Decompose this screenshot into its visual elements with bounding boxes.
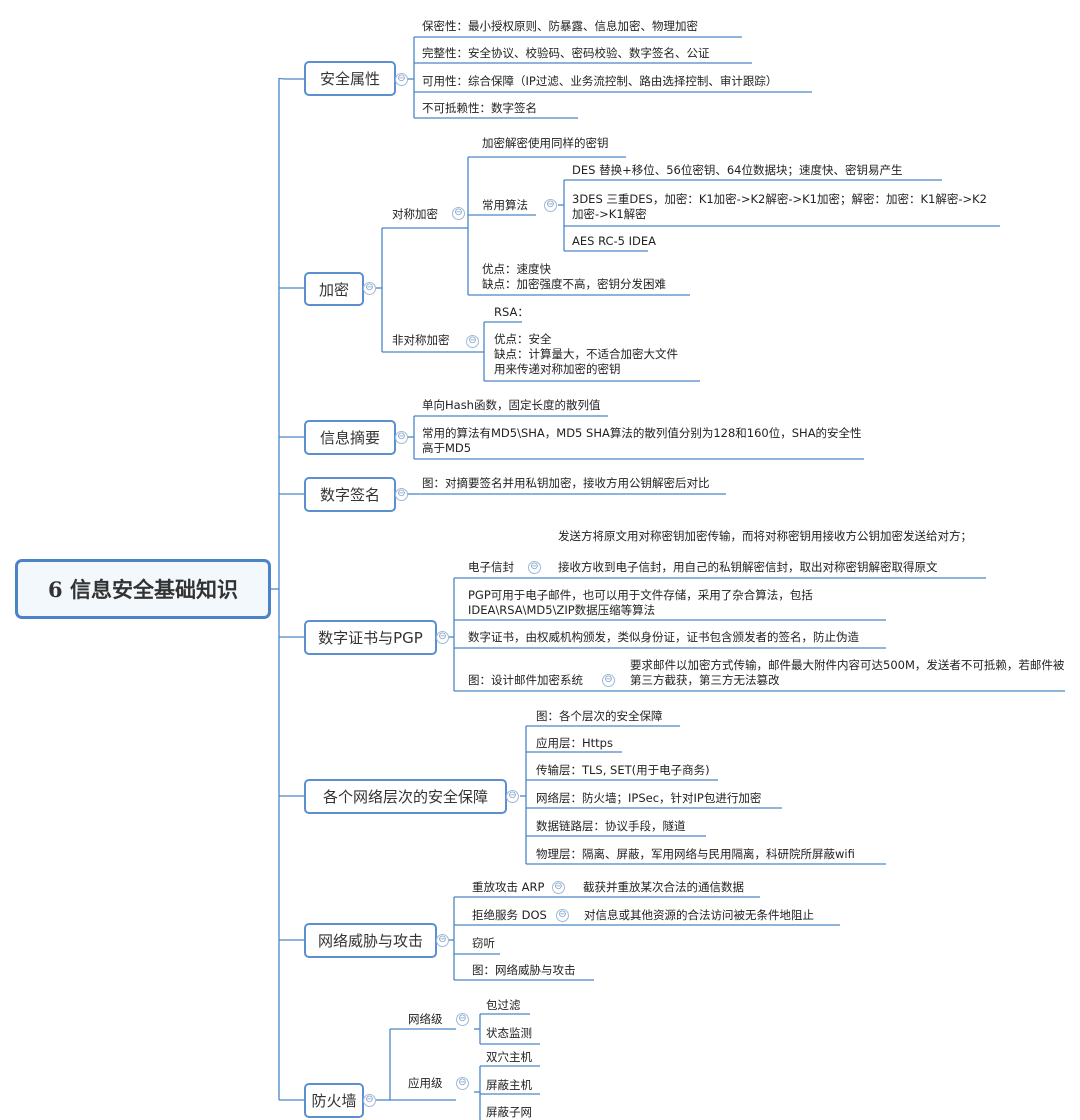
certificate-note: 数字证书，由权威机构颁发，类似身份证，证书包含颁发者的签名，防止伪造 (468, 630, 859, 644)
security-item: 不可抵赖性：数字签名 (422, 101, 537, 115)
asymmetric-cons: 缺点：计算量大，不适合加密大文件 (494, 347, 678, 361)
collapse-icon[interactable]: ⊖ (395, 431, 408, 444)
topic-digital-signature[interactable]: 数字签名 (304, 477, 396, 512)
asymmetric-label: 非对称加密 (392, 333, 450, 347)
security-item: 完整性：安全协议、校验码、密码校验、数字签名、公证 (422, 46, 710, 60)
topic-firewall[interactable]: 防火墙 (304, 1083, 364, 1118)
collapse-icon[interactable]: ⊖ (544, 199, 557, 212)
collapse-icon[interactable]: ⊖ (456, 1013, 469, 1026)
collapse-icon[interactable]: ⊖ (363, 1094, 376, 1107)
pgp-note: PGP可用于电子邮件，也可以用于文件存储，采用了杂合算法，包括 IDEA\RSA… (468, 588, 813, 617)
symmetric-pros: 优点：速度快 (482, 262, 551, 276)
layer-item: 传输层：TLS, SET(用于电子商务) (536, 763, 710, 777)
topic-network-threats[interactable]: 网络威胁与攻击 (304, 923, 437, 958)
collapse-icon[interactable]: ⊖ (466, 335, 479, 348)
collapse-icon[interactable]: ⊖ (552, 881, 565, 894)
collapse-icon[interactable]: ⊖ (363, 282, 376, 295)
asymmetric-use: 用来传递对称加密的密钥 (494, 362, 621, 376)
collapse-icon[interactable]: ⊖ (395, 488, 408, 501)
layer-item: 应用层：Https (536, 736, 613, 750)
firewall-item: 包过滤 (486, 998, 521, 1012)
design-detail: 要求邮件以加密方式传输，邮件最大附件内容可达500M，发送者不可抵赖，若邮件被第… (630, 658, 1065, 687)
threats-diagram-item: 图：网络威胁与攻击 (472, 963, 576, 977)
design-label: 图：设计邮件加密系统 (468, 673, 583, 687)
security-item: 可用性：综合保障（IP过滤、业务流控制、路由选择控制、审计跟踪） (422, 74, 778, 88)
envelope-send: 发送方将原文用对称密钥加密传输，而将对称密钥用接收方公钥加密发送给对方； (558, 529, 972, 543)
algorithm-item: DES 替换+移位、56位密钥、64位数据块；速度快、密钥易产生 (572, 163, 903, 177)
envelope-label: 电子信封 (468, 560, 514, 574)
topic-encryption[interactable]: 加密 (304, 272, 364, 306)
layer-item: 数据链路层：协议手段，隧道 (536, 819, 686, 833)
replay-attack-label: 重放攻击 ARP (472, 880, 545, 894)
security-item: 保密性：最小授权原则、防暴露、信息加密、物理加密 (422, 19, 698, 33)
algorithm-item: 3DES 三重DES，加密：K1加密->K2解密->K1加密；解密：加密：K1解… (572, 192, 987, 221)
asymmetric-rsa: RSA： (494, 305, 529, 319)
collapse-icon[interactable]: ⊖ (506, 790, 519, 803)
firewall-item: 屏蔽主机 (486, 1078, 532, 1092)
algorithm-item: AES RC-5 IDEA (572, 234, 657, 248)
topic-certificate-pgp[interactable]: 数字证书与PGP (304, 620, 437, 655)
collapse-icon[interactable]: ⊖ (436, 934, 449, 947)
asymmetric-pros: 优点：安全 (494, 332, 552, 346)
collapse-icon[interactable]: ⊖ (456, 1077, 469, 1090)
root-topic[interactable]: 6 信息安全基础知识 (15, 559, 271, 619)
envelope-receive: 接收方收到电子信封，用自己的私钥解密信封，取出对称密钥解密取得原文 (558, 560, 938, 574)
layer-item: 网络层：防火墙；IPSec，针对IP包进行加密 (536, 791, 762, 805)
collapse-icon[interactable]: ⊖ (602, 674, 615, 687)
layer-item: 物理层：隔离、屏蔽，军用网络与民用隔离，科研院所屏蔽wifi (536, 847, 855, 861)
topic-security-attributes[interactable]: 安全属性 (304, 61, 396, 96)
symmetric-label: 对称加密 (392, 207, 438, 221)
layer-item: 图：各个层次的安全保障 (536, 709, 663, 723)
topic-message-digest[interactable]: 信息摘要 (304, 420, 396, 455)
dos-attack-detail: 对信息或其他资源的合法访问被无条件地阻止 (584, 908, 814, 922)
collapse-icon[interactable]: ⊖ (436, 631, 449, 644)
symmetric-cons: 缺点：加密强度不高，密钥分发困难 (482, 277, 666, 291)
firewall-item: 状态监测 (486, 1026, 532, 1040)
replay-attack-detail: 截获并重放某次合法的通信数据 (583, 880, 744, 894)
eavesdrop-item: 窃听 (472, 936, 495, 950)
topic-network-layers[interactable]: 各个网络层次的安全保障 (304, 779, 507, 814)
digest-item: 单向Hash函数，固定长度的散列值 (422, 398, 601, 412)
collapse-icon[interactable]: ⊖ (452, 207, 465, 220)
collapse-icon[interactable]: ⊖ (556, 909, 569, 922)
symmetric-key-note: 加密解密使用同样的密钥 (482, 136, 609, 150)
algorithms-label: 常用算法 (482, 198, 528, 212)
firewall-network-level: 网络级 (408, 1012, 443, 1026)
firewall-app-level: 应用级 (408, 1076, 443, 1090)
firewall-item: 双穴主机 (486, 1050, 532, 1064)
dos-attack-label: 拒绝服务 DOS (472, 908, 547, 922)
collapse-icon[interactable]: ⊖ (395, 73, 408, 86)
digest-item: 常用的算法有MD5\SHA，MD5 SHA算法的散列值分别为128和160位，S… (422, 426, 862, 455)
collapse-icon[interactable]: ⊖ (528, 561, 541, 574)
firewall-item: 屏蔽子网 (486, 1105, 532, 1119)
signature-item: 图：对摘要签名并用私钥加密，接收方用公钥解密后对比 (422, 476, 710, 490)
